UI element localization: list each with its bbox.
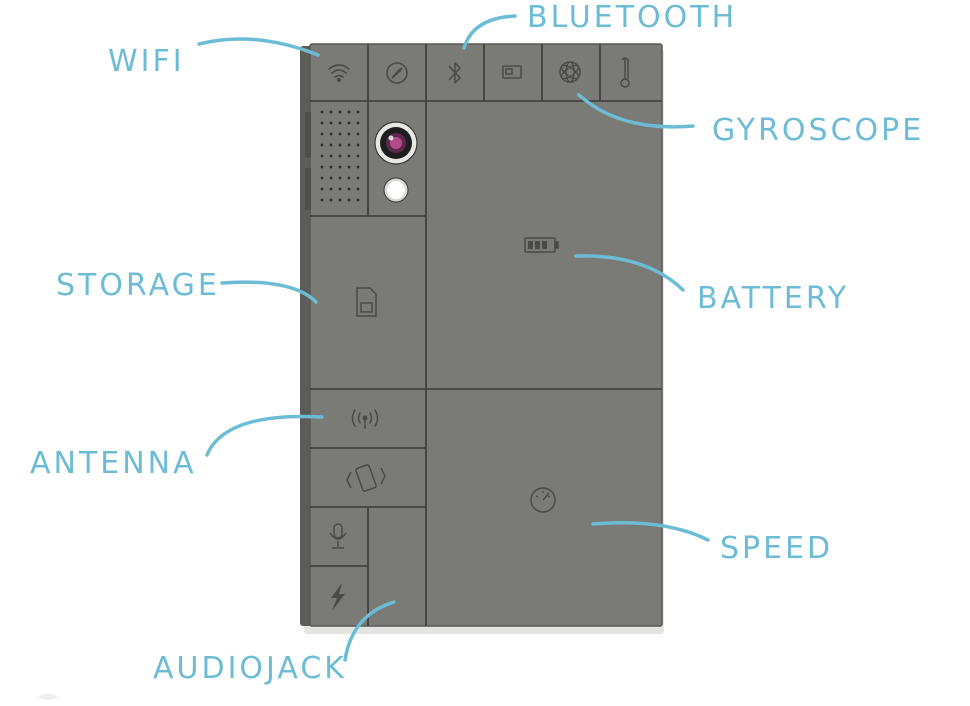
speaker-hole [329,121,333,125]
speaker-hole [338,198,342,202]
speaker-hole [356,143,360,147]
speaker-hole [338,121,342,125]
label-antenna: ANTENNA [30,446,197,481]
wifi-pointer-line [197,37,320,57]
battery-pointer-line [574,254,685,292]
speaker-hole [338,143,342,147]
speaker-hole [347,154,351,158]
compass-icon [386,62,408,84]
label-bluetooth: BLUETOOTH [527,0,738,35]
speaker-hole [320,198,324,202]
lightning-icon [331,583,345,611]
label-audiojack: AUDIOJACK [153,651,347,686]
speaker-hole [338,132,342,136]
label-speed: SPEED [720,531,834,566]
antenna-pointer-line [205,414,324,457]
vibration-icon [346,464,386,492]
audiojack-pointer-line [343,600,396,662]
speaker-hole [320,110,324,114]
sim-card-icon [502,65,522,79]
label-storage: STORAGE [56,268,220,303]
speaker-hole [347,198,351,202]
speaker-hole [320,154,324,158]
side-button-upper [305,112,311,158]
label-wifi: WIFI [108,44,185,79]
speaker-hole [338,187,342,191]
speedometer-icon [530,487,556,513]
flash-led [383,177,409,203]
speaker-hole [347,121,351,125]
speed-pointer-line [591,520,710,542]
storage-pointer-line [220,280,318,304]
antenna-icon [351,409,379,429]
speaker-grille [320,110,360,202]
speaker-hole [320,176,324,180]
speaker-hole [356,176,360,180]
label-battery: BATTERY [697,281,850,316]
corner-mark [39,694,57,700]
speaker-hole [338,165,342,169]
speaker-hole [320,121,324,125]
speaker-hole [320,165,324,169]
wifi-icon [328,64,350,83]
phone-body [309,43,663,627]
speaker-hole [338,110,342,114]
thermometer-icon [620,57,630,88]
module-grid [310,44,662,626]
gyroscope-icon [559,61,581,83]
speaker-hole [347,165,351,169]
speaker-hole [356,132,360,136]
speaker-hole [329,154,333,158]
speaker-hole [329,143,333,147]
gyroscope-pointer-line [577,93,695,129]
speaker-hole [320,132,324,136]
bluetooth-icon [448,62,461,84]
speaker-hole [347,187,351,191]
speaker-hole [347,176,351,180]
speaker-hole [356,187,360,191]
speaker-hole [329,176,333,180]
microphone-icon [329,523,347,549]
speaker-hole [329,187,333,191]
speaker-hole [347,110,351,114]
speaker-hole [338,176,342,180]
annotation-lines [197,14,710,662]
speaker-hole [320,143,324,147]
speaker-hole [356,154,360,158]
speaker-hole [320,187,324,191]
sd-card-icon [356,287,377,317]
battery-icon [524,237,559,253]
camera-lens [374,121,418,165]
speaker-hole [338,154,342,158]
speaker-hole [329,198,333,202]
speaker-hole [356,198,360,202]
speaker-hole [356,110,360,114]
speaker-hole [347,132,351,136]
speaker-hole [329,165,333,169]
label-gyroscope: GYROSCOPE [712,113,925,148]
speaker-hole [329,132,333,136]
speaker-hole [356,121,360,125]
speaker-hole [347,143,351,147]
speaker-hole [329,110,333,114]
speaker-hole [356,165,360,169]
bluetooth-pointer-line [462,14,517,50]
side-button-lower [305,168,311,210]
